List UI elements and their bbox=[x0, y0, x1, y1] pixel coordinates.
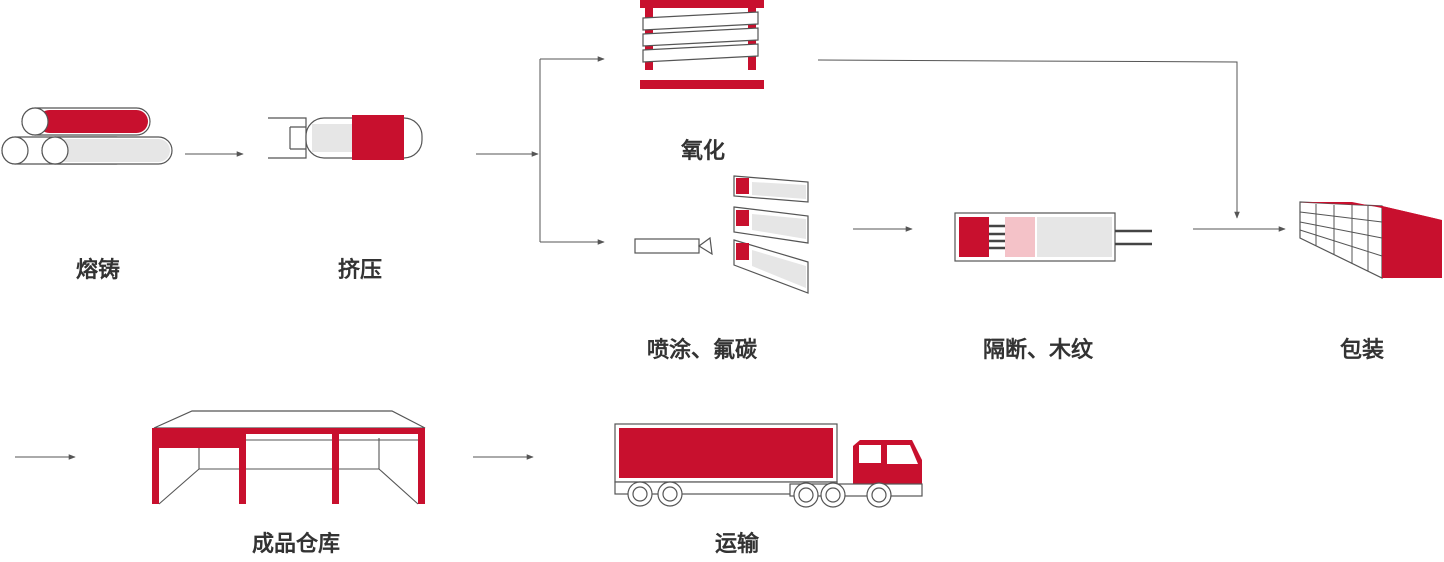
step-label-spray: 喷涂、氟碳 bbox=[646, 338, 758, 363]
thermal-break-profile-icon bbox=[954, 212, 1152, 262]
arrow-oxidation-packaging bbox=[817, 59, 1240, 219]
step-label-oxidation: 氧化 bbox=[680, 139, 726, 164]
spray-panels bbox=[733, 175, 809, 294]
oxidation-rack-icon bbox=[640, 0, 764, 89]
step-label-casting: 熔铸 bbox=[75, 258, 121, 283]
spray-gun-icon bbox=[634, 236, 713, 256]
step-label-thermal-break: 隔断、木纹 bbox=[982, 338, 1094, 363]
extrusion-press-icon bbox=[268, 115, 423, 160]
step-label-extrusion: 挤压 bbox=[337, 258, 383, 283]
step-label-packaging: 包装 bbox=[1339, 338, 1385, 363]
truck-icon bbox=[614, 423, 923, 508]
aluminum-billets-icon bbox=[1, 107, 173, 165]
flow-arrows bbox=[15, 56, 1286, 460]
step-label-transport: 运输 bbox=[714, 532, 760, 557]
warehouse-icon bbox=[152, 410, 426, 505]
step-label-warehouse: 成品仓库 bbox=[251, 532, 341, 557]
packaged-bundle-icon bbox=[1299, 201, 1442, 279]
